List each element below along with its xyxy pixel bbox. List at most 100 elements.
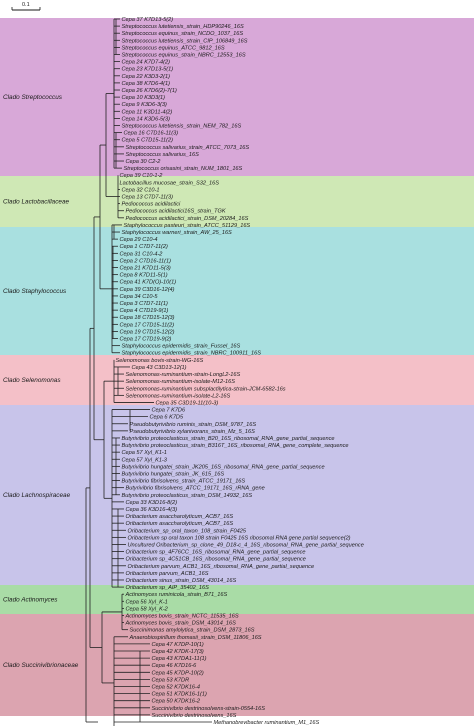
- leaf-label: Streptococcus equinus_ATCC_9812_16S: [122, 45, 225, 51]
- clade-label: Clado Lactobacillaceae: [3, 199, 70, 206]
- leaf-label: Cepa 24 K7D7-4(2): [122, 60, 171, 66]
- leaf-label: Cepa 58 Xyl_K-2: [126, 606, 169, 612]
- leaf-label: Pediococcus acidilactici_strain_DSM_2028…: [126, 216, 249, 222]
- leaf-label: Cepa 19 C7D15-12(2): [120, 329, 175, 335]
- clade-band: [0, 614, 474, 716]
- leaf-label: Cepa 10 K3D3(1): [122, 95, 166, 101]
- leaf-label: Staphylococcus pasteuri_strain_ATCC_5112…: [124, 223, 251, 229]
- leaf-label: Cepa 46 K7D16-6: [152, 663, 198, 669]
- leaf-label: Cepa 14 K3D6-5(3): [122, 116, 171, 122]
- leaf-label: Cepa 36 K3D16-4(3): [126, 507, 178, 513]
- leaf-label: Cepa 34 C10-5: [120, 294, 159, 300]
- clade-label: Clado Lachnospiraceae: [3, 492, 71, 499]
- leaf-label: Anaerobiospirillum thomasii_strain_DSM_1…: [129, 635, 262, 641]
- leaf-label: Oribacterium_sp_oral_taxon_108_strain_F0…: [128, 528, 247, 534]
- scale-bar-label: 0.1: [22, 2, 30, 8]
- leaf-label: Butyrivibrio proteoclasticus_strain_DSM_…: [122, 493, 253, 499]
- leaf-label: Streptococcus lutetiensis_strain_NEM_782…: [122, 124, 242, 130]
- leaf-label: Streptococcus lutetiensis_strain_HDP9024…: [122, 24, 244, 30]
- leaf-label: Cepa 23 K7D13-5(1): [122, 67, 174, 73]
- leaf-label: Cepa 29 C10-4: [120, 237, 158, 243]
- leaf-label: Selenomonas-ruminantium subsplactilytica…: [126, 386, 286, 392]
- leaf-label: Actinomyces bovis_strain_NCTC_11535_16S: [125, 613, 239, 619]
- leaf-label: Cepa 16 C7D16-11(3): [124, 131, 179, 137]
- leaf-label: Actinomyces bovis_strain_DSM_43014_16S: [125, 621, 237, 627]
- leaf-label: Cepa 51 K7DK16-1(1): [152, 692, 207, 698]
- leaf-label: Streptococcus equinus_strain_NCDO_1037_1…: [122, 31, 244, 37]
- leaf-label: Selenomonas-ruminantium-strain-LongL2-16…: [126, 372, 241, 378]
- leaf-label: Staphylococcus epidermidis_strain_Fussel…: [122, 344, 241, 350]
- leaf-label: Cepa 57 Xyl_K1-3: [122, 457, 168, 463]
- leaf-label: Pseudobutyrivibrio xylanivorans_strain_M…: [130, 429, 256, 435]
- leaf-label: Cepa 17 C7D19-9(2): [120, 337, 172, 343]
- clade-band: [0, 405, 474, 585]
- leaf-label: Butyrivibrio hungatei_strain_JK205_16S_r…: [122, 464, 325, 470]
- clade-band: [0, 355, 474, 405]
- leaf-label: Cepa 30 C2-2: [126, 159, 162, 165]
- leaf-label: Oribacterium parvum_ACB1_16S: [126, 571, 209, 577]
- leaf-label: Cepa 41 K7D(O)-10(1): [120, 280, 177, 286]
- leaf-label: Streptococcus equinus_strain_NBRC_12553_…: [122, 53, 246, 59]
- leaf-label: Cepa 5 C7D15-11(2): [122, 138, 174, 144]
- leaf-label: Butyrivibrio fibrisolvens_strain_ATCC_19…: [122, 479, 246, 485]
- leaf-label: Cepa 43 K7DA1-11(1): [152, 656, 207, 662]
- leaf-label: Actinomyces ruminicola_strain_B71_16S: [125, 592, 228, 598]
- leaf-label: Cepa 39 C10-1-2: [120, 173, 164, 179]
- leaf-label: Lactobacillus mucosae_strain_S32_16S: [120, 180, 220, 186]
- leaf-label: Streptococcus lutetiensis_strain_CIP_106…: [122, 38, 248, 44]
- leaf-label: Selenomonas-ruminantium-isolate-M12-16S: [126, 379, 236, 385]
- clade-label: Clado Selenomonas: [3, 377, 61, 384]
- leaf-labels: Cepa 37 K7D13-5(2)Streptococcus lutetien…: [116, 17, 364, 726]
- leaf-label: Succinivibrio dextrinosolvens-strain-055…: [152, 706, 266, 712]
- clade-band: [0, 18, 474, 176]
- leaf-label: Staphylococcus epidermidis_strain_NBRC_1…: [122, 351, 262, 357]
- leaf-label: Cepa 39 C3D16-12(4): [120, 287, 175, 293]
- leaf-label: Butyrivibrio hungatei_strain_JK_615_16S: [122, 471, 225, 477]
- leaf-label: Cepa 50 K7DK16-2: [152, 699, 201, 705]
- leaf-label: Butyrivibrio proteoclasticus_strain_B20_…: [122, 436, 335, 442]
- leaf-label: Pediococcus acidilactici16S_strain_TGK: [126, 209, 226, 215]
- tree-branches: [85, 18, 212, 726]
- leaf-label: Oribacterium sp_4F76CC_16S_ribosomal_RNA…: [126, 550, 306, 556]
- leaf-label: Methanobrevibacter ruminantium_M1_16S: [214, 720, 320, 726]
- leaf-label: Cepa 7 K7D6: [152, 408, 186, 414]
- leaf-label: Uncultured Oribacterium_sp_clone_49_D18-…: [128, 542, 364, 548]
- leaf-label: Cepa 35 C3D19-11(10-3): [156, 400, 219, 406]
- leaf-label: Cepa 32 C10-1: [122, 187, 160, 193]
- leaf-label: Pseudobutyrivibrio ruminis_strain_DSM_97…: [130, 422, 257, 428]
- leaf-label: Cepa 56 Xyl_K-1: [126, 599, 168, 605]
- leaf-label: Cepa 45 K7DP-10(2): [152, 670, 204, 676]
- leaf-label: Streptococcus salivarius_strain_ATCC_707…: [126, 145, 250, 151]
- leaf-label: Oribacterium parvum_ACB1_16S_ribosomal_R…: [128, 564, 315, 570]
- leaf-label: Cepa 57 Xyl_K1-1: [122, 450, 167, 456]
- leaf-label: Cepa 4 C7D19-9(1): [120, 308, 169, 314]
- leaf-label: Pediococcus acidilactici: [122, 202, 182, 208]
- leaf-label: Cepa 22 K3D3-2(1): [122, 74, 171, 80]
- clade-bands: [0, 18, 474, 716]
- leaf-label: Cepa 2 C7D16-11(1): [120, 258, 172, 264]
- leaf-label: Succinimonas amylolytica_strain_DSM_2873…: [130, 628, 255, 634]
- scale-bar: 0.1: [11, 2, 41, 11]
- leaf-label: Streptococcus salivarius_16S: [126, 152, 200, 158]
- clade-band: [0, 585, 474, 614]
- leaf-label: Selenomonas bovis-strain-WG-16S: [116, 358, 204, 364]
- leaf-label: Cepa 47 K7DP-10(1): [152, 642, 204, 648]
- leaf-label: Cepa 53 K7DR: [152, 677, 190, 683]
- leaf-label: Selenomonas-ruminantium-isolate-L2-16S: [126, 393, 231, 399]
- leaf-label: Oribacterium sinus_strain_DSM_43014_16S: [126, 578, 237, 584]
- leaf-label: Cepa 6 K7D5: [150, 415, 184, 421]
- clade-label: Clado Staphylococcus: [3, 288, 67, 295]
- leaf-label: Cepa 18 C7D15-12(3): [120, 315, 175, 321]
- leaf-label: Cepa 38 K7D6-4(1): [122, 81, 171, 87]
- leaf-label: Oribacterium asaccharolyticum_ACB7_16S: [126, 514, 234, 520]
- clade-band: [0, 227, 474, 355]
- leaf-label: Cepa 21 K7D11-5(3): [120, 266, 171, 272]
- leaf-label: Cepa 9 K3D6-3(3): [122, 102, 168, 108]
- leaf-label: Cepa 37 K7D13-5(2): [122, 17, 174, 23]
- leaf-label: Cepa 11 K3D11-4(2): [122, 109, 173, 115]
- leaf-label: Oribacterium sp_4C51CB_16S_ribosomal_RNA…: [126, 557, 306, 563]
- leaf-label: Cepa 3 C7D7-11(1): [120, 301, 169, 307]
